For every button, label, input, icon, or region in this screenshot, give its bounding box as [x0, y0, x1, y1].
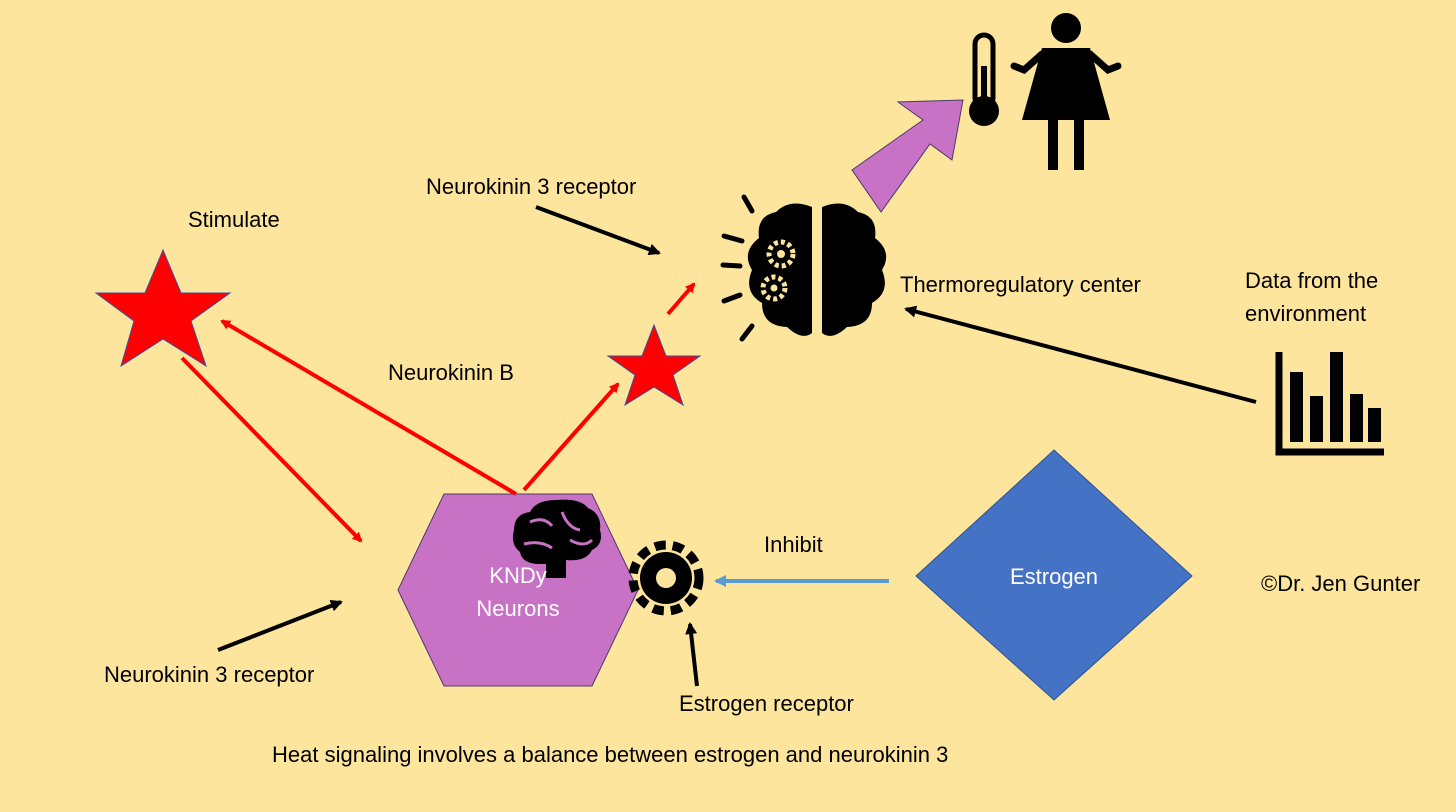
thermoregulatory-center-label: Thermoregulatory center	[900, 272, 1141, 297]
kndy-arrow-to-small-star	[522, 382, 620, 492]
woman-shrugging-icon	[1010, 13, 1122, 170]
output-block-arrow	[851, 99, 964, 213]
stimulate-label: Stimulate	[188, 207, 280, 232]
pointer-nk3-receptor-bottom	[217, 600, 343, 652]
pointer-estrogen-receptor	[685, 622, 699, 687]
estrogen-receptor-label: Estrogen receptor	[679, 691, 854, 716]
small-neurokinin-b-star	[606, 323, 702, 407]
kndy-line1-label: KNDy	[489, 563, 547, 588]
pointer-environment-data	[904, 305, 1257, 404]
bar-chart-icon	[1275, 352, 1384, 456]
nk3-receptor-bottom-label: Neurokinin 3 receptor	[104, 662, 315, 687]
neurokinin-b-arrow-to-large-star	[220, 319, 518, 496]
estrogen-label: Estrogen	[1009, 564, 1099, 589]
caption: Heat signaling involves a balance betwee…	[272, 742, 949, 767]
neurokinin-b-label: Neurokinin B	[388, 360, 514, 385]
data-environment-line2-label: environment	[1245, 301, 1367, 326]
thermometer-icon	[969, 32, 999, 126]
gear-icon	[628, 540, 704, 616]
nk3-receptor-top-label: Neurokinin 3 receptor	[426, 174, 637, 199]
data-environment-line1-label: Data from the	[1245, 268, 1379, 293]
large-star-arrow-to-receptor	[180, 356, 363, 543]
brain-gears-icon	[720, 194, 887, 342]
pointer-nk3-receptor-top	[535, 205, 661, 256]
estrogen-diamond	[915, 449, 1193, 701]
kndy-line2-label: Neurons	[476, 596, 560, 621]
copyright-label: ©Dr. Jen Gunter	[1261, 571, 1421, 596]
inhibit-label: Inhibit	[764, 532, 823, 557]
brain-icon	[512, 499, 601, 578]
large-neurokinin-b-star	[94, 248, 232, 368]
small-star-arrow-to-thermoregulatory-receptor	[666, 282, 696, 316]
